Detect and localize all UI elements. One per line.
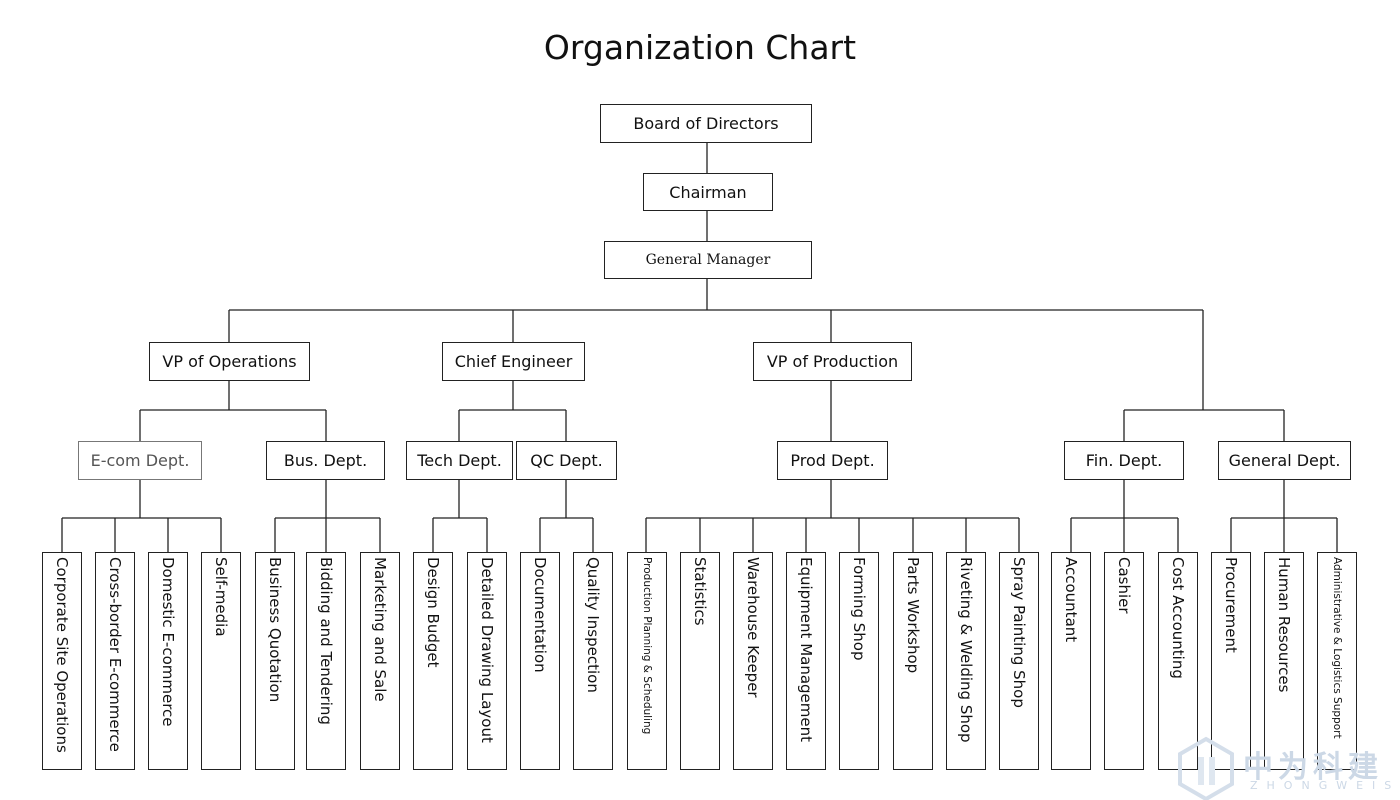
leaf-label: Statistics (691, 557, 709, 626)
leaf-label: Marketing and Sale (371, 557, 389, 702)
leaf-box: Quality Inspection (573, 552, 613, 770)
leaf-box: Cashier (1104, 552, 1144, 770)
leaf-box: Detailed Drawing Layout (467, 552, 507, 770)
node-board-of-directors: Board of Directors (600, 104, 812, 143)
leaf-label: Cost Accounting (1169, 557, 1187, 679)
leaf-label: Production Planning & Scheduling (641, 557, 653, 735)
leaf-box: Documentation (520, 552, 560, 770)
node-chairman: Chairman (643, 173, 773, 211)
leaf-box: Administrative & Logistics Support (1317, 552, 1357, 770)
leaf-box: Self-media (201, 552, 241, 770)
leaf-box: Accountant (1051, 552, 1091, 770)
leaf-label: Bidding and Tendering (317, 557, 335, 725)
leaf-label: Procurement (1222, 557, 1240, 653)
leaf-box: Business Quotation (255, 552, 295, 770)
leaf-box: Forming Shop (839, 552, 879, 770)
leaf-label: Human Resources (1275, 557, 1293, 693)
leaf-box: Equipment Management (786, 552, 826, 770)
leaf-label: Domestic E-commerce (159, 557, 177, 727)
node-qc-dept: QC Dept. (516, 441, 617, 480)
leaf-label: Warehouse Keeper (744, 557, 762, 698)
leaf-label: Spray Painting Shop (1010, 557, 1028, 708)
chart-title: Organization Chart (543, 28, 857, 67)
node-general-dept: General Dept. (1218, 441, 1351, 480)
leaf-box: Bidding and Tendering (306, 552, 346, 770)
leaf-label: Riveting & Welding Shop (957, 557, 975, 743)
leaf-box: Procurement (1211, 552, 1251, 770)
leaf-label: Quality Inspection (584, 557, 602, 693)
leaf-box: Marketing and Sale (360, 552, 400, 770)
leaf-box: Production Planning & Scheduling (627, 552, 667, 770)
node-tech-dept: Tech Dept. (406, 441, 513, 480)
watermark-subtext: ZHONGWEISC (1250, 779, 1400, 792)
leaf-box: Design Budget (413, 552, 453, 770)
leaf-box: Human Resources (1264, 552, 1304, 770)
leaf-label: Cross-border E-commerce (106, 557, 124, 752)
leaf-label: Parts Workshop (904, 557, 922, 674)
watermark-logo-icon (1178, 736, 1234, 800)
node-vp-operations: VP of Operations (149, 342, 310, 381)
leaf-label: Equipment Management (797, 557, 815, 743)
leaf-box: Cost Accounting (1158, 552, 1198, 770)
leaf-label: Business Quotation (266, 557, 284, 703)
node-vp-production: VP of Production (753, 342, 912, 381)
leaf-box: Warehouse Keeper (733, 552, 773, 770)
leaf-label: Self-media (212, 557, 230, 637)
leaf-label: Administrative & Logistics Support (1331, 557, 1343, 739)
leaf-box: Parts Workshop (893, 552, 933, 770)
leaf-box: Spray Painting Shop (999, 552, 1039, 770)
leaf-label: Corporate Site Operations (53, 557, 71, 753)
leaf-label: Detailed Drawing Layout (478, 557, 496, 743)
node-prod-dept: Prod Dept. (777, 441, 888, 480)
leaf-box: Domestic E-commerce (148, 552, 188, 770)
node-chief-engineer: Chief Engineer (442, 342, 585, 381)
leaf-label: Accountant (1062, 557, 1080, 643)
node-bus-dept: Bus. Dept. (266, 441, 385, 480)
leaf-label: Documentation (531, 557, 549, 673)
leaf-box: Statistics (680, 552, 720, 770)
leaf-box: Corporate Site Operations (42, 552, 82, 770)
leaf-box: Riveting & Welding Shop (946, 552, 986, 770)
leaf-label: Design Budget (424, 557, 442, 668)
node-fin-dept: Fin. Dept. (1064, 441, 1184, 480)
leaf-label: Cashier (1115, 557, 1133, 614)
watermark-text: 中为科建 (1243, 750, 1383, 785)
node-ecom-dept: E-com Dept. (78, 441, 202, 480)
node-general-manager: General Manager (604, 241, 812, 279)
leaf-box: Cross-border E-commerce (95, 552, 135, 770)
leaf-label: Forming Shop (850, 557, 868, 661)
